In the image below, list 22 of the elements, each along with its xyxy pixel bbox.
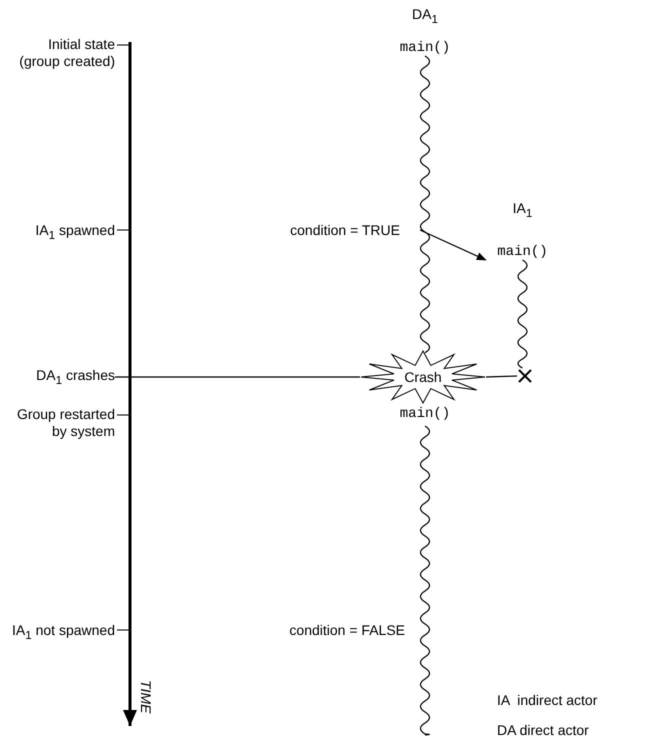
timeline-label: IA$_{1}$ spawned: [34, 222, 115, 244]
timeline-label: Group restarted by system: [16, 406, 115, 440]
actor-label: IA$_{1}$: [512, 200, 532, 220]
legend-text: DA direct actor: [497, 722, 590, 739]
function-call: main(): [400, 40, 450, 56]
axis-label: TIME: [137, 680, 154, 714]
condition-label: condition = FALSE: [288, 622, 405, 639]
event-line: [115, 376, 360, 378]
crash-label: Crash: [404, 369, 442, 385]
wavy-thread-line: [420, 426, 430, 736]
arrow: [420, 229, 487, 261]
function-call: main(): [497, 244, 548, 260]
condition-label: condition = TRUE: [289, 222, 400, 239]
legend-text: IA indirect actor: [497, 692, 598, 709]
actor-label: DA$_{1}$: [412, 6, 438, 26]
wavy-thread-line: [517, 260, 528, 369]
timeline-label: IA$_{1}$ not spawned: [10, 622, 115, 644]
timeline-label: Initial state (group created): [18, 36, 115, 70]
event-label: DA$_{1}$ crashes: [36, 367, 115, 387]
function-call: main(): [400, 406, 450, 422]
event-line: [486, 375, 518, 378]
wavy-thread-line: [420, 56, 430, 354]
